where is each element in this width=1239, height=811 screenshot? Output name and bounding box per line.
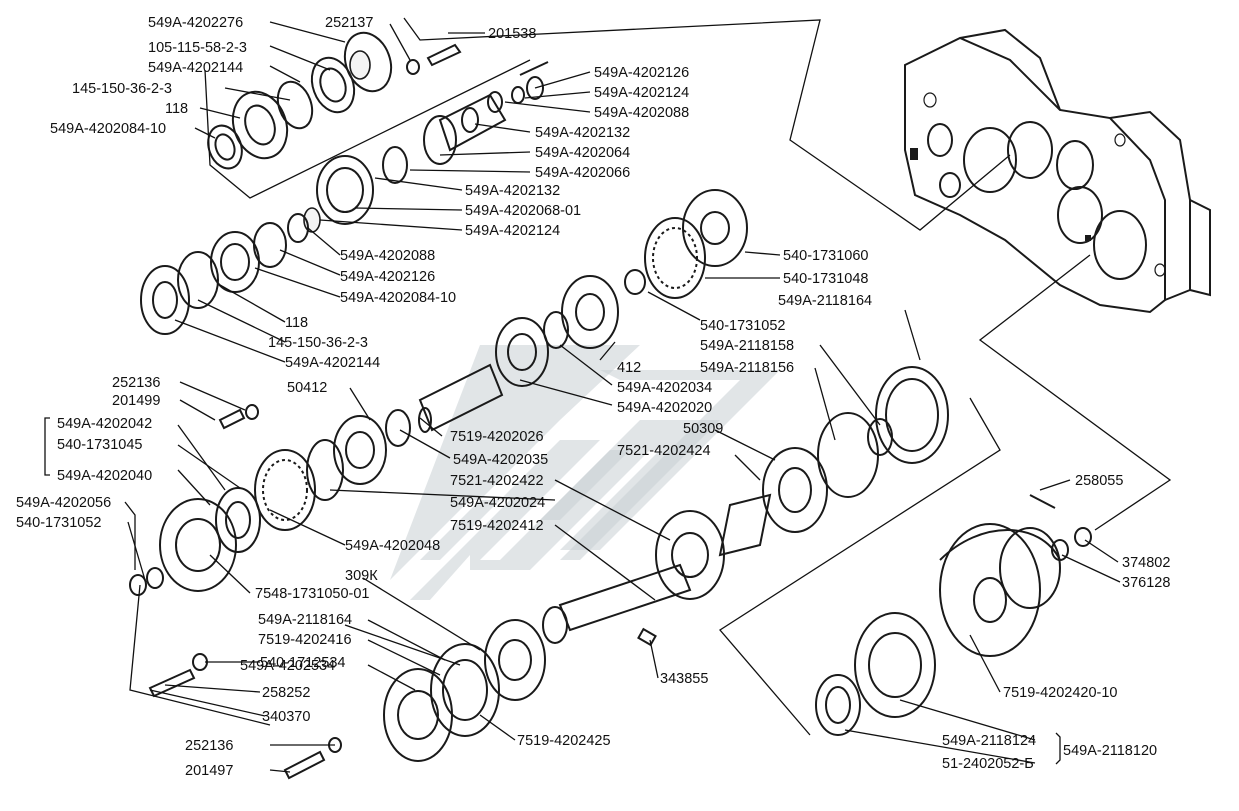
label-540-1731060: 540-1731060	[783, 248, 868, 264]
label-549A-4202144-mid: 549А-4202144	[285, 355, 380, 371]
label-309K: 309К	[345, 568, 378, 584]
leader-lines	[44, 17, 1172, 773]
label-374802: 374802	[1122, 555, 1170, 571]
label-549A-2118124: 549А-2118124	[942, 733, 1036, 749]
label-145-150-36-2-3-mid: 145-150-36-2-3	[268, 335, 368, 351]
label-549A-2118120: 549А-2118120	[1063, 743, 1157, 759]
label-549A-2118158: 549А-2118158	[700, 338, 794, 354]
label-376128: 376128	[1122, 575, 1170, 591]
label-51-2402052-B: 51-2402052-Б	[942, 756, 1034, 772]
label-201497: 201497	[185, 763, 233, 779]
label-549A-4202035: 549А-4202035	[453, 452, 548, 468]
label-549A-4202124-mid: 549А-4202124	[465, 223, 560, 239]
label-7519-4202412: 7519-4202412	[450, 518, 544, 534]
label-549A-4202132-a: 549А-4202132	[535, 125, 630, 141]
label-549A-4202024: 549А-4202024	[450, 495, 545, 511]
label-7521-4202424: 7521-4202424	[617, 443, 711, 459]
gearbox-housing	[904, 28, 1211, 314]
label-549A-4202034: 549А-4202034	[617, 380, 712, 396]
label-340370: 340370	[262, 709, 310, 725]
label-549A-4202126-top: 549А-4202126	[594, 65, 689, 81]
label-549A-2118164-right: 549А-2118164	[778, 293, 872, 309]
middle-shaft-assembly	[129, 189, 748, 596]
label-549A-4202088-mid: 549А-4202088	[340, 248, 435, 264]
label-7519-4202425: 7519-4202425	[517, 733, 611, 749]
label-549A-2118164-bottom: 549А-2118164	[258, 612, 352, 628]
label-343855: 343855	[660, 671, 708, 687]
label-549A-4202124-top: 549А-4202124	[594, 85, 689, 101]
label-549A-4202056: 549А-4202056	[16, 495, 111, 511]
label-540-1731052-left: 540-1731052	[16, 515, 101, 531]
label-258055: 258055	[1075, 473, 1123, 489]
label-540-1731052-right: 540-1731052	[700, 318, 785, 334]
label-549A-4202276: 549А-4202276	[148, 15, 243, 31]
label-252137: 252137	[325, 15, 373, 31]
part-labels: 549А-4202276 252137 201538 105-115-58-2-…	[16, 15, 1170, 779]
watermark-logo	[390, 345, 780, 600]
label-105-115-58-2-3: 105-115-58-2-3	[148, 40, 247, 56]
label-549A-4202048: 549А-4202048	[345, 538, 440, 554]
label-258252: 258252	[262, 685, 310, 701]
label-549A-4202084-10-top: 549А-4202084-10	[50, 121, 166, 137]
label-7548-1731050-01: 7548-1731050-01	[255, 586, 370, 602]
label-549A-4202088-top: 549А-4202088	[594, 105, 689, 121]
label-201538: 201538	[488, 26, 536, 42]
label-549A-4202144-top: 549А-4202144	[148, 60, 243, 76]
lower-shaft-assembly	[148, 366, 1092, 780]
label-201499: 201499	[112, 393, 160, 409]
label-412: 412	[617, 360, 641, 376]
label-549A-4202042: 549А-4202042	[57, 416, 152, 432]
label-540-1731045: 540-1731045	[57, 437, 142, 453]
label-252136-bottom: 252136	[185, 738, 233, 754]
label-549A-4202132-b: 549А-4202132	[465, 183, 560, 199]
label-549A-4202068-01: 549А-4202068-01	[465, 203, 581, 219]
label-118-mid: 118	[285, 315, 308, 331]
label-145-150-36-2-3-top: 145-150-36-2-3	[72, 81, 172, 97]
label-549A-4202064: 549А-4202064	[535, 145, 630, 161]
label-7519-4202026: 7519-4202026	[450, 429, 544, 445]
label-540-1731048: 540-1731048	[783, 271, 868, 287]
label-549A-4202534: 549А-4202534	[240, 658, 335, 674]
label-540-1712534: 540-1712534	[260, 655, 345, 671]
label-549A-4202020: 549А-4202020	[617, 400, 712, 416]
label-50309: 50309	[683, 421, 723, 437]
label-549A-2118156: 549А-2118156	[700, 360, 794, 376]
label-252136-top: 252136	[112, 375, 160, 391]
label-549A-4202066: 549А-4202066	[535, 165, 630, 181]
upper-shaft-assembly	[140, 31, 549, 335]
label-549A-4202126-mid: 549А-4202126	[340, 269, 435, 285]
label-549A-4202040: 549А-4202040	[57, 468, 152, 484]
label-7519-4202416: 7519-4202416	[258, 632, 352, 648]
label-118-top: 118	[165, 101, 188, 117]
label-50412: 50412	[287, 380, 327, 396]
label-549A-4202084-10-mid: 549А-4202084-10	[340, 290, 456, 306]
label-7519-4202420-10: 7519-4202420-10	[1003, 685, 1118, 701]
label-7521-4202422: 7521-4202422	[450, 473, 544, 489]
